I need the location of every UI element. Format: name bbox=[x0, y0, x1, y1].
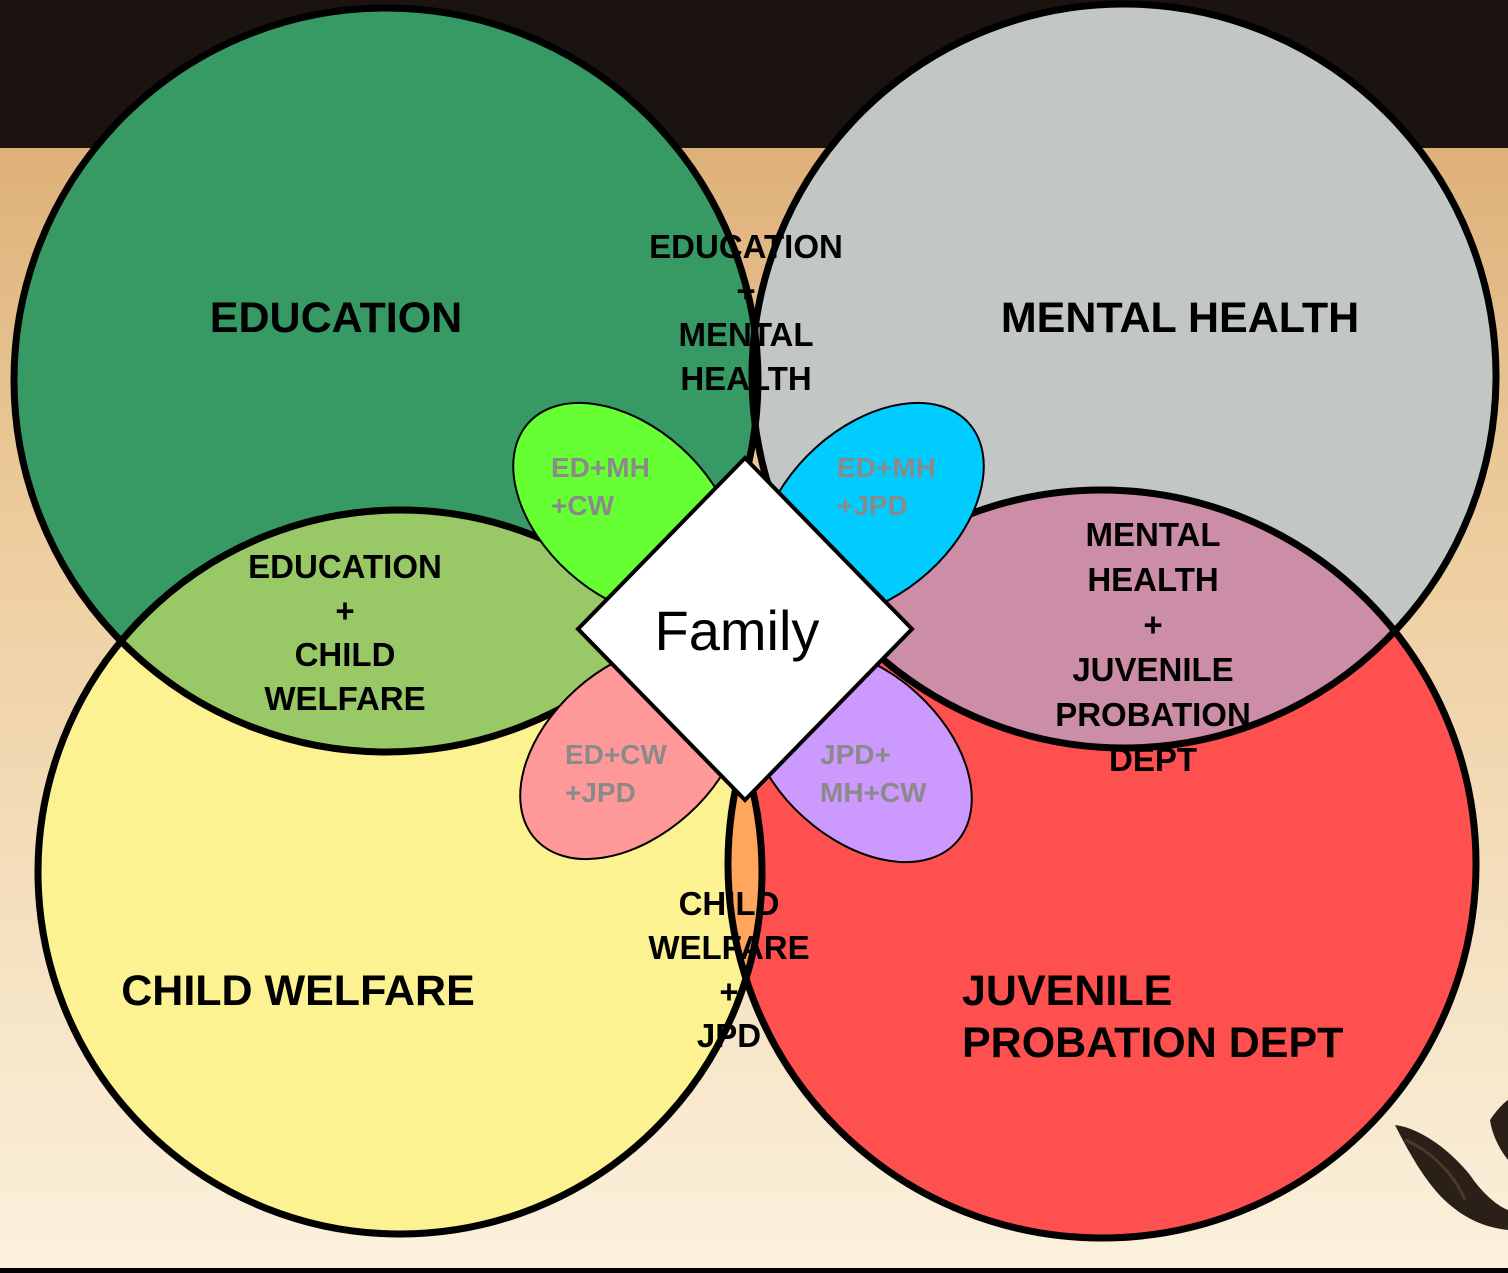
outline-juvenile-probation bbox=[724, 486, 1480, 1242]
label-jpd-mh-cw: JPD+ MH+CW bbox=[820, 739, 927, 808]
label-child-welfare: CHILD WELFARE bbox=[121, 967, 475, 1015]
eagle-logo-icon bbox=[1395, 1100, 1508, 1230]
label-ed-mh-jpd-line: ED+MH bbox=[837, 452, 936, 483]
label-education-mental-health: EDUCATION + MENTAL HEALTH bbox=[649, 228, 843, 397]
label-mental-health-juvenile-line: MENTAL bbox=[1085, 516, 1220, 553]
label-child-welfare-juvenile-line: + bbox=[719, 973, 738, 1010]
label-education-child-welfare-line: CHILD bbox=[295, 636, 396, 673]
label-ed-mh-cw-line: +CW bbox=[551, 490, 615, 521]
family-label: Family bbox=[655, 599, 820, 662]
label-mental-health-juvenile: MENTAL HEALTH + JUVENILE PROBATION DEPT bbox=[1055, 516, 1251, 778]
outline-education bbox=[10, 4, 762, 756]
label-education-mental-health-line: EDUCATION bbox=[649, 228, 843, 265]
family-diamond bbox=[575, 455, 915, 803]
label-juvenile-probation-line: JUVENILE bbox=[962, 967, 1172, 1015]
label-education-mental-health-line: HEALTH bbox=[680, 360, 811, 397]
label-ed-mh-jpd: ED+MH +JPD bbox=[837, 452, 936, 521]
label-education-line: EDUCATION bbox=[210, 294, 462, 342]
label-ed-mh-cw-line: ED+MH bbox=[551, 452, 650, 483]
label-jpd-mh-cw-line: JPD+ bbox=[820, 739, 891, 770]
label-mental-health-juvenile-line: + bbox=[1143, 606, 1162, 643]
label-education-mental-health-line: + bbox=[736, 272, 755, 309]
label-education-child-welfare-line: EDUCATION bbox=[248, 548, 442, 585]
label-child-welfare-juvenile-line: WELFARE bbox=[648, 929, 809, 966]
label-mental-health-line: MENTAL HEALTH bbox=[1001, 294, 1359, 342]
label-education-child-welfare-line: + bbox=[335, 592, 354, 629]
label-mental-health: MENTAL HEALTH bbox=[1001, 294, 1359, 342]
label-ed-cw-jpd-line: +JPD bbox=[565, 777, 636, 808]
label-ed-cw-jpd-line: ED+CW bbox=[565, 739, 667, 770]
label-ed-mh-jpd-line: +JPD bbox=[837, 490, 908, 521]
label-jpd-mh-cw-line: MH+CW bbox=[820, 777, 927, 808]
region-mental-health-juvenile bbox=[752, 490, 1476, 748]
label-education-mental-health-line: MENTAL bbox=[678, 316, 813, 353]
label-education-child-welfare-line: WELFARE bbox=[264, 680, 425, 717]
label-mental-health-juvenile-line: PROBATION bbox=[1055, 696, 1251, 733]
label-child-welfare-juvenile: CHILD WELFARE + JPD bbox=[648, 885, 809, 1054]
label-child-welfare-juvenile-line: CHILD bbox=[679, 885, 780, 922]
label-mental-health-juvenile-line: JUVENILE bbox=[1072, 651, 1233, 688]
label-ed-mh-cw: ED+MH +CW bbox=[551, 452, 650, 521]
label-mental-health-juvenile-line: DEPT bbox=[1109, 741, 1197, 778]
label-child-welfare-juvenile-line: JPD bbox=[697, 1017, 761, 1054]
label-education: EDUCATION bbox=[210, 294, 462, 342]
label-ed-cw-jpd: ED+CW +JPD bbox=[565, 739, 667, 808]
outline-mental-health bbox=[748, 0, 1500, 752]
label-education-child-welfare: EDUCATION + CHILD WELFARE bbox=[248, 548, 442, 717]
label-child-welfare-line: CHILD WELFARE bbox=[121, 967, 475, 1015]
label-mental-health-juvenile-line: HEALTH bbox=[1087, 561, 1218, 598]
outline-child-welfare bbox=[34, 506, 766, 1238]
label-juvenile-probation-line: PROBATION DEPT bbox=[962, 1019, 1343, 1067]
